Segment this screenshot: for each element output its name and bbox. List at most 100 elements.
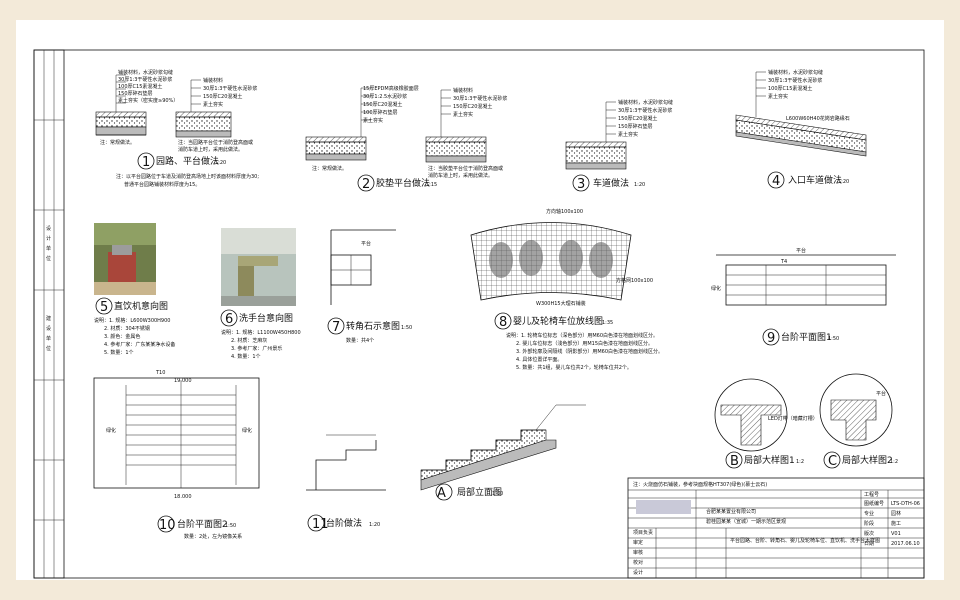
detail-c-enlarged-detail-2: 平台 C 局部大样图2 1:2 [819,373,898,469]
detail-7-scale: 1:50 [401,325,412,331]
detail-10-label-green-left: 绿化 [106,427,116,434]
strip-label-5: 建 [46,315,51,322]
detail-3-number: 3 [577,177,585,192]
detail-4-title: 入口车道做法 [788,174,842,186]
svg-text:5. 数量：共1组，婴儿车位共2个，轮椅车位共2个。: 5. 数量：共1组，婴儿车位共2个，轮椅车位共2个。 [516,364,632,371]
svg-text:2. 婴儿车位标志（浅色部分）用M15白色漆在地面划线区分。: 2. 婴儿车位标志（浅色部分）用M15白色漆在地面划线区分。 [516,340,653,347]
detail-b-number: B [730,454,739,469]
left-strip [33,49,65,579]
title-block-drawing-title: 平台园路、台阶、转角石、婴儿及轮椅车位、直饮机、洗手台大样图 [730,537,880,544]
detail-9-label-platform: 平台 [796,247,806,254]
svg-text:2. 材质：304不锈钢: 2. 材质：304不锈钢 [104,325,150,332]
detail-11-step-section: A 局部立面图 1:30 [420,404,586,501]
detail-3-driveway: 铺装材料，水泥砂浆勾缝 30厚1:3干硬性水泥砂浆 150厚C20混凝土 150… [565,99,673,192]
detail-a-number: 11 [312,517,329,532]
detail-2-note-2: 注：当胶垫平台位于消防登高面或 [428,165,503,172]
strip-label-3: 单 [46,245,51,252]
detail-9-scale: 1:50 [828,336,839,342]
detail-2-rubber-platform: 15厚EPDM高级橡胶面层 30厚1:2.5水泥砂浆 150厚C20混凝土 10… [305,85,507,192]
detail-a-partial-elevation: 11 台阶做法 1:20 [306,434,386,532]
detail-3-title: 车道做法 [593,177,629,189]
detail-4-scale: 1:20 [838,179,849,185]
detail-1-note-3: 消防车道上时，采用此做法。 [178,146,243,153]
detail-9-label-green: 绿化 [711,285,721,292]
title-block-phase: 施工 [891,520,901,527]
detail-6-number: 6 [225,312,233,327]
title-block: 注：火烧面仿石铺装，参考块面规格HT307(绿色)(慕士云石) 合肥某某置业有限… [627,477,925,579]
title-block-note: 注：火烧面仿石铺装，参考块面规格HT307(绿色)(慕士云石) [633,481,767,488]
detail-7-title: 转角石示意图 [346,320,400,332]
detail-1-note-1: 注：常规做法。 [100,139,135,146]
detail-8-number: 8 [499,315,507,330]
svg-text:3. 颜色：金属色: 3. 颜色：金属色 [104,333,140,340]
svg-text:150厚C20混凝土: 150厚C20混凝土 [453,103,492,110]
detail-11-number: A [437,486,446,501]
detail-6-wash-basin: 6 洗手台意向图 说明：1. 规格：L1100W450H800 2. 材质：芝麻… [220,228,301,360]
svg-text:素土夯实: 素土夯实 [618,131,638,138]
svg-text:说明：1. 轮椅车位标志（深色部分）用M60白色漆在地面划线: 说明：1. 轮椅车位标志（深色部分）用M60白色漆在地面划线区分。 [506,332,658,339]
detail-10-step-plan-2: T10 绿化 绿化 18.000 19.000 10 台阶平面图2 1:50 数… [93,370,260,540]
svg-text:150厚碎石垫层: 150厚碎石垫层 [618,123,653,130]
detail-9-title: 台阶平面图1 [781,331,832,343]
svg-text:铺装材料，水泥砂浆勾缝: 铺装材料，水泥砂浆勾缝 [768,69,823,76]
title-block-company: 合肥某某置业有限公司 [706,508,756,515]
detail-10-label-level-low: 18.000 [174,494,192,500]
detail-10-number: 10 [159,518,176,533]
detail-2-scale: 1:15 [426,182,437,188]
title-block-specialty: 园林 [891,510,901,517]
detail-10-label-level-high: 19.000 [174,378,192,384]
detail-1-remark-2: 普通平台园路铺装材料厚度为15。 [124,181,200,188]
detail-11-title: 局部立面图 [457,486,502,498]
detail-8-label-2: W300H15大理石铺装 [536,300,586,307]
detail-2-note-1: 注：常规做法。 [312,165,347,172]
detail-b-title: 局部大样图1 [744,454,795,466]
detail-8-scale: 1:35 [602,320,613,326]
svg-text:审核: 审核 [633,549,643,556]
svg-text:说明：1. 规格：L600W300H900: 说明：1. 规格：L600W300H900 [94,317,170,324]
svg-text:审定: 审定 [633,539,643,546]
svg-text:4. 具体位置详平面。: 4. 具体位置详平面。 [516,356,562,363]
detail-10-label-green-right: 绿化 [242,427,252,434]
detail-2-note-3: 消防车道上时，采用此做法。 [428,172,493,179]
detail-1-path-platform: 铺装材料，水泥砂浆勾缝 30厚1:3干硬性水泥砂浆 100厚C15素混凝土 15… [95,69,259,188]
detail-7-note: 数量：共4个 [346,337,374,344]
svg-text:150厚C20混凝土: 150厚C20混凝土 [363,101,402,108]
svg-text:4. 参考厂家：广东某某净水设备: 4. 参考厂家：广东某某净水设备 [104,341,175,348]
svg-text:版次: 版次 [864,530,874,537]
strip-label-6: 设 [46,325,51,332]
cad-drawing: 设 计 单 位 建 设 单 位 铺装材料，水泥砂浆勾缝 30厚1:3干硬性水泥砂… [33,49,925,579]
detail-a-scale: 1:20 [369,522,380,528]
detail-2-title: 胶垫平台做法 [376,177,430,189]
svg-text:日期: 日期 [864,541,874,547]
detail-1-remark-1: 注：以平台园路位于车道及消防登高场地上时该面材料厚度为30; [116,173,259,180]
svg-text:素土夯实: 素土夯实 [768,93,788,100]
detail-9-number: 9 [767,331,775,346]
strip-label-7: 单 [46,335,51,342]
detail-9-step-plan-1: 平台 绿化 T4 9 台阶平面图1 1:50 [711,247,896,346]
detail-c-scale: 1:2 [890,459,898,465]
detail-5-number: 5 [100,300,108,315]
svg-text:专业: 专业 [864,510,874,517]
detail-5-title: 直饮机意向图 [114,300,168,312]
svg-text:30厚1:3干硬性水泥砂浆: 30厚1:3干硬性水泥砂浆 [118,76,172,83]
svg-text:铺装材料: 铺装材料 [203,77,223,84]
svg-text:铺装材料，水泥砂浆勾缝: 铺装材料，水泥砂浆勾缝 [118,69,173,76]
detail-10-title: 台阶平面图2 [177,518,228,530]
detail-10-label-t10: T10 [155,370,165,376]
detail-1-scale: 1:20 [215,160,226,166]
title-block-drawing-no: LTS-DTH-06 [891,501,920,507]
svg-text:15厚EPDM高级橡胶面层: 15厚EPDM高级橡胶面层 [363,85,419,92]
svg-text:5. 数量：1个: 5. 数量：1个 [104,349,134,356]
detail-1-number: 1 [142,155,150,170]
detail-a-title: 台阶做法 [326,517,362,529]
svg-text:30厚1:3干硬性水泥砂浆: 30厚1:3干硬性水泥砂浆 [768,77,822,84]
svg-text:150厚C20混凝土: 150厚C20混凝土 [203,93,242,100]
svg-text:150厚碎石垫层: 150厚碎石垫层 [118,90,153,97]
detail-c-number: C [828,454,837,469]
detail-7-corner-stone: 平台 7 转角石示意图 1:50 数量：共4个 [327,229,412,344]
strip-label-2: 计 [46,235,51,242]
detail-8-stroller-wheelchair-parking: 方向轴100x100 W300H15大理石铺装 方格网100x100 8 婴儿及… [470,208,663,371]
detail-2-number: 2 [362,177,370,192]
svg-text:工程号: 工程号 [864,491,879,498]
blurred-logo [636,500,691,514]
